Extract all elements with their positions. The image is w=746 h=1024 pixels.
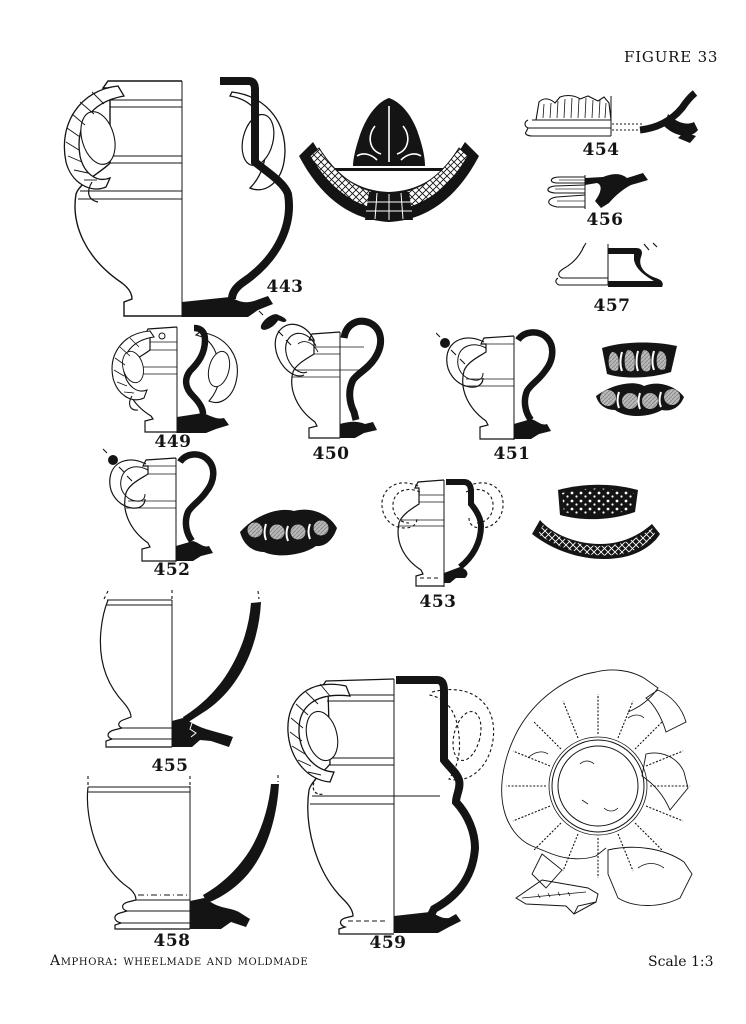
drawing-handle-stub-fragments (592, 340, 687, 420)
drawing-458-bowl (60, 774, 292, 938)
scale-note: Scale 1:3 (648, 954, 714, 970)
catalog-label-458: 458 (153, 931, 191, 951)
catalog-label-459: 459 (369, 933, 407, 953)
catalog-label-454: 454 (582, 140, 620, 160)
catalog-label-457: 457 (593, 296, 631, 316)
drawing-443-palmette-band-fragment (293, 92, 485, 238)
catalog-label-449: 449 (154, 432, 192, 452)
figure-number-heading: FIGURE 33 (624, 48, 719, 66)
drawing-dotted-and-crosshatch-band-fragments (524, 482, 664, 588)
drawing-449-amphora (102, 320, 250, 438)
sherd-indicator (440, 338, 450, 348)
sherd-indicator (108, 455, 118, 465)
drawing-451-amphora (436, 328, 584, 448)
catalog-label-456: 456 (586, 210, 624, 230)
drawing-457-foot-fragment (550, 242, 670, 298)
catalog-label-451: 451 (493, 444, 531, 464)
drawing-443-amphora (52, 70, 302, 322)
catalog-label-455: 455 (151, 756, 189, 776)
drawing-454-base-fragment (520, 88, 698, 148)
drawing-450-amphora (258, 310, 416, 454)
drawing-relief-medallion-fragment (488, 658, 718, 912)
plate-caption: Amphora: wheelmade and moldmade (50, 953, 309, 969)
drawing-456-foot-fragment (543, 172, 658, 216)
drawing-reserved-circle-band-fragment (236, 502, 341, 560)
catalog-label-443: 443 (266, 277, 304, 297)
drawing-455-bowl (44, 590, 264, 764)
catalog-label-450: 450 (312, 444, 350, 464)
drawing-452-amphora (96, 448, 244, 570)
drawing-453-amphora (376, 474, 508, 592)
catalog-label-453: 453 (419, 592, 457, 612)
catalog-label-452: 452 (153, 560, 191, 580)
drawing-459-amphora (282, 668, 506, 938)
sherd-indicator (260, 314, 280, 330)
drawing-rim-sherd (508, 872, 608, 920)
